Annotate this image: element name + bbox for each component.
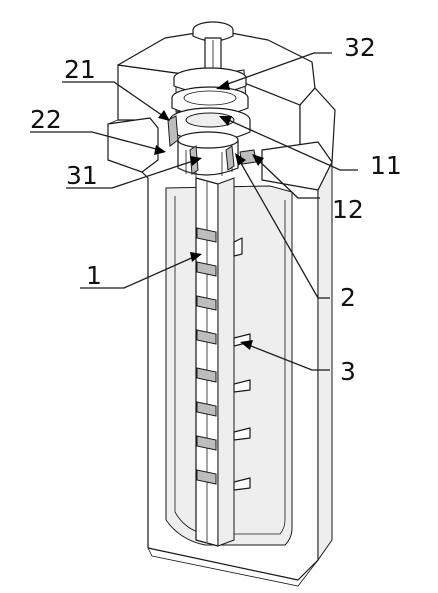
label-1: 1	[86, 261, 102, 290]
callout-labels: 32 21 22 11 31 12 2 1 3	[30, 33, 402, 386]
label-2: 2	[340, 283, 356, 312]
leader-lines	[30, 52, 358, 371]
label-22: 22	[30, 105, 62, 134]
cap-stack	[167, 67, 257, 178]
label-12: 12	[332, 195, 364, 224]
label-21: 21	[64, 55, 96, 84]
plunger-knob	[192, 21, 234, 77]
label-11: 11	[370, 151, 402, 180]
label-32: 32	[344, 33, 376, 62]
label-31: 31	[66, 161, 98, 190]
label-3: 3	[340, 357, 356, 386]
ratchet-stem	[195, 177, 251, 547]
